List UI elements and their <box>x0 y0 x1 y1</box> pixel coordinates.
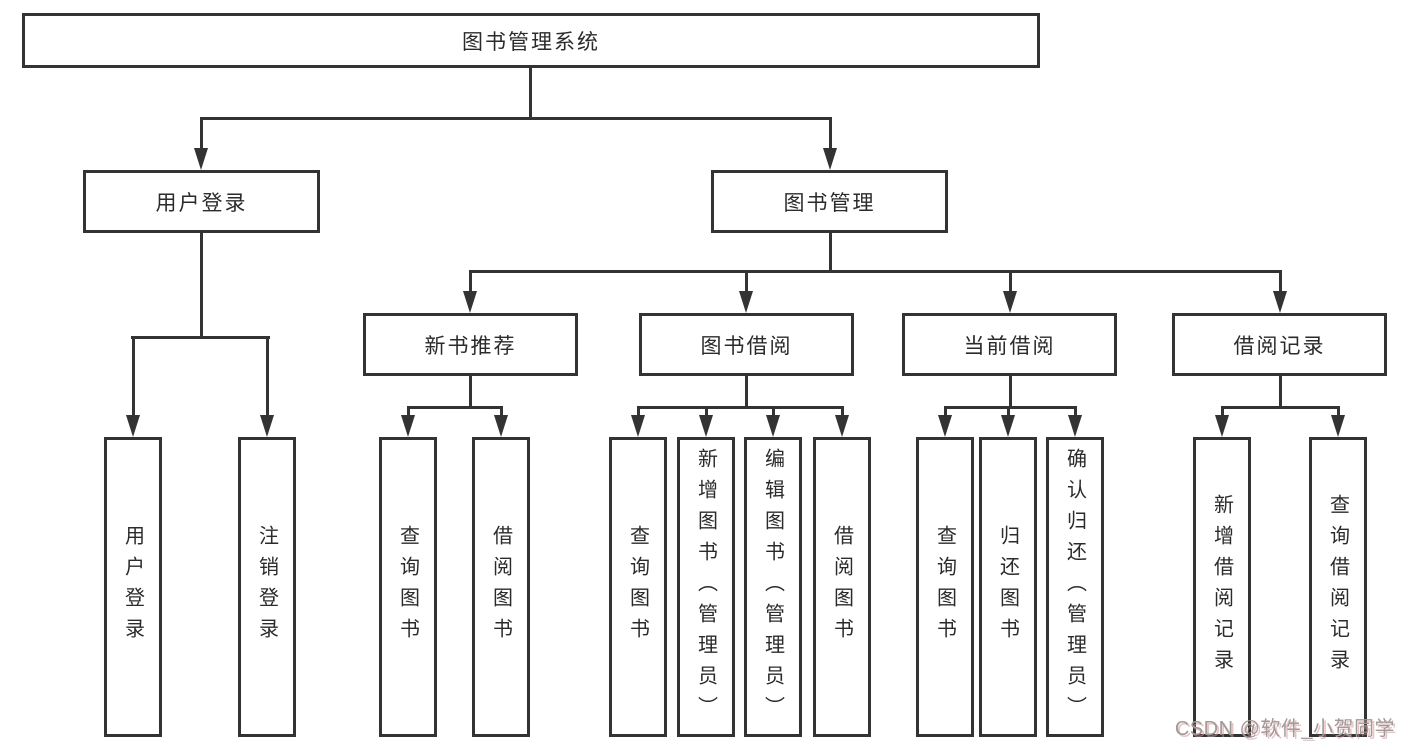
arrow-down-icon <box>823 148 837 170</box>
node-label: 查询图书 <box>626 525 649 649</box>
leaf-borrow-books: 借阅图书 <box>813 437 871 737</box>
arrow-down-icon <box>1068 415 1082 437</box>
arrow-down-icon <box>194 148 208 170</box>
leaf-return-books: 归还图书 <box>979 437 1037 737</box>
leaf-logout: 注销登录 <box>238 437 296 737</box>
leaf-add-books-admin: 新增图书（管理员） <box>677 437 735 737</box>
node-label: 确认归还（管理员） <box>1063 447 1086 727</box>
leaf-add-borrow-record: 新增借阅记录 <box>1193 437 1251 737</box>
csdn-watermark: CSDN @软件_小贺同学 <box>1174 718 1395 740</box>
node-label: 用户登录 <box>121 525 144 649</box>
node-current-borrowing: 当前借阅 <box>902 313 1117 376</box>
connector-line <box>829 233 832 273</box>
node-book-borrowing: 图书借阅 <box>639 313 854 376</box>
connector-line <box>200 117 203 150</box>
node-label: 查询借阅记录 <box>1326 494 1349 680</box>
connector-line <box>1074 406 1077 417</box>
arrow-down-icon <box>126 415 140 437</box>
node-library-management-system: 图书管理系统 <box>22 13 1040 68</box>
node-label: 新增借阅记录 <box>1210 494 1233 680</box>
leaf-edit-books-admin: 编辑图书（管理员） <box>744 437 802 737</box>
arrow-down-icon <box>1273 291 1287 313</box>
leaf-confirm-return-admin: 确认归还（管理员） <box>1046 437 1104 737</box>
connector-line <box>469 270 1281 273</box>
node-label: 查询图书 <box>933 525 956 649</box>
connector-line <box>1279 270 1282 293</box>
connector-line <box>637 406 844 409</box>
connector-line <box>944 406 947 417</box>
connector-line <box>1337 406 1340 417</box>
connector-line <box>637 406 640 417</box>
connector-line <box>469 270 472 293</box>
arrow-down-icon <box>699 415 713 437</box>
leaf-query-books-recommend: 查询图书 <box>379 437 437 737</box>
node-label: 注销登录 <box>255 525 278 649</box>
connector-line <box>500 406 503 417</box>
arrow-down-icon <box>401 415 415 437</box>
connector-line <box>529 68 532 118</box>
node-label: 借阅图书 <box>830 525 853 649</box>
arrow-down-icon <box>1331 415 1345 437</box>
node-label: 查询图书 <box>396 525 419 649</box>
connector-line <box>200 233 203 339</box>
node-label: 图书借阅 <box>700 334 793 358</box>
connector-line <box>745 376 748 409</box>
connector-line <box>1279 376 1282 409</box>
arrow-down-icon <box>260 415 274 437</box>
arrow-down-icon <box>739 291 753 313</box>
arrow-down-icon <box>835 415 849 437</box>
connector-line <box>469 376 472 409</box>
connector-line <box>1221 406 1224 417</box>
connector-line <box>705 406 708 417</box>
node-label: 借阅记录 <box>1233 334 1326 358</box>
leaf-query-borrow-record: 查询借阅记录 <box>1309 437 1367 737</box>
arrow-down-icon <box>938 415 952 437</box>
connector-line <box>1007 406 1010 417</box>
connector-line <box>829 117 832 150</box>
connector-line <box>745 270 748 293</box>
arrow-down-icon <box>1215 415 1229 437</box>
arrow-down-icon <box>631 415 645 437</box>
connector-line <box>944 406 1077 409</box>
connector-line <box>1221 406 1340 409</box>
connector-line <box>1009 270 1012 293</box>
node-label: 图书管理系统 <box>462 30 600 54</box>
node-book-management: 图书管理 <box>711 170 948 233</box>
node-label: 新增图书（管理员） <box>694 447 717 727</box>
leaf-user-login: 用户登录 <box>104 437 162 737</box>
leaf-query-books-borrowing: 查询图书 <box>609 437 667 737</box>
node-label: 图书管理 <box>783 191 876 215</box>
connector-line <box>131 336 270 339</box>
arrow-down-icon <box>1001 415 1015 437</box>
node-user-login: 用户登录 <box>83 170 320 233</box>
node-label: 用户登录 <box>155 191 248 215</box>
node-label: 编辑图书（管理员） <box>761 447 784 727</box>
arrow-down-icon <box>766 415 780 437</box>
connector-line <box>407 406 503 409</box>
node-label: 新书推荐 <box>424 334 517 358</box>
connector-line <box>772 406 775 417</box>
arrow-down-icon <box>494 415 508 437</box>
connector-line <box>132 336 135 417</box>
connector-line <box>1009 376 1012 409</box>
connector-line <box>841 406 844 417</box>
connector-line <box>200 117 832 120</box>
node-label: 归还图书 <box>996 525 1019 649</box>
leaf-query-books-current: 查询图书 <box>916 437 974 737</box>
connector-line <box>266 336 269 417</box>
arrow-down-icon <box>1003 291 1017 313</box>
arrow-down-icon <box>463 291 477 313</box>
connector-line <box>407 406 410 417</box>
leaf-borrow-books-recommend: 借阅图书 <box>472 437 530 737</box>
node-label: 当前借阅 <box>963 334 1056 358</box>
node-borrowing-records: 借阅记录 <box>1172 313 1387 376</box>
node-new-book-recommendation: 新书推荐 <box>363 313 578 376</box>
node-label: 借阅图书 <box>489 525 512 649</box>
